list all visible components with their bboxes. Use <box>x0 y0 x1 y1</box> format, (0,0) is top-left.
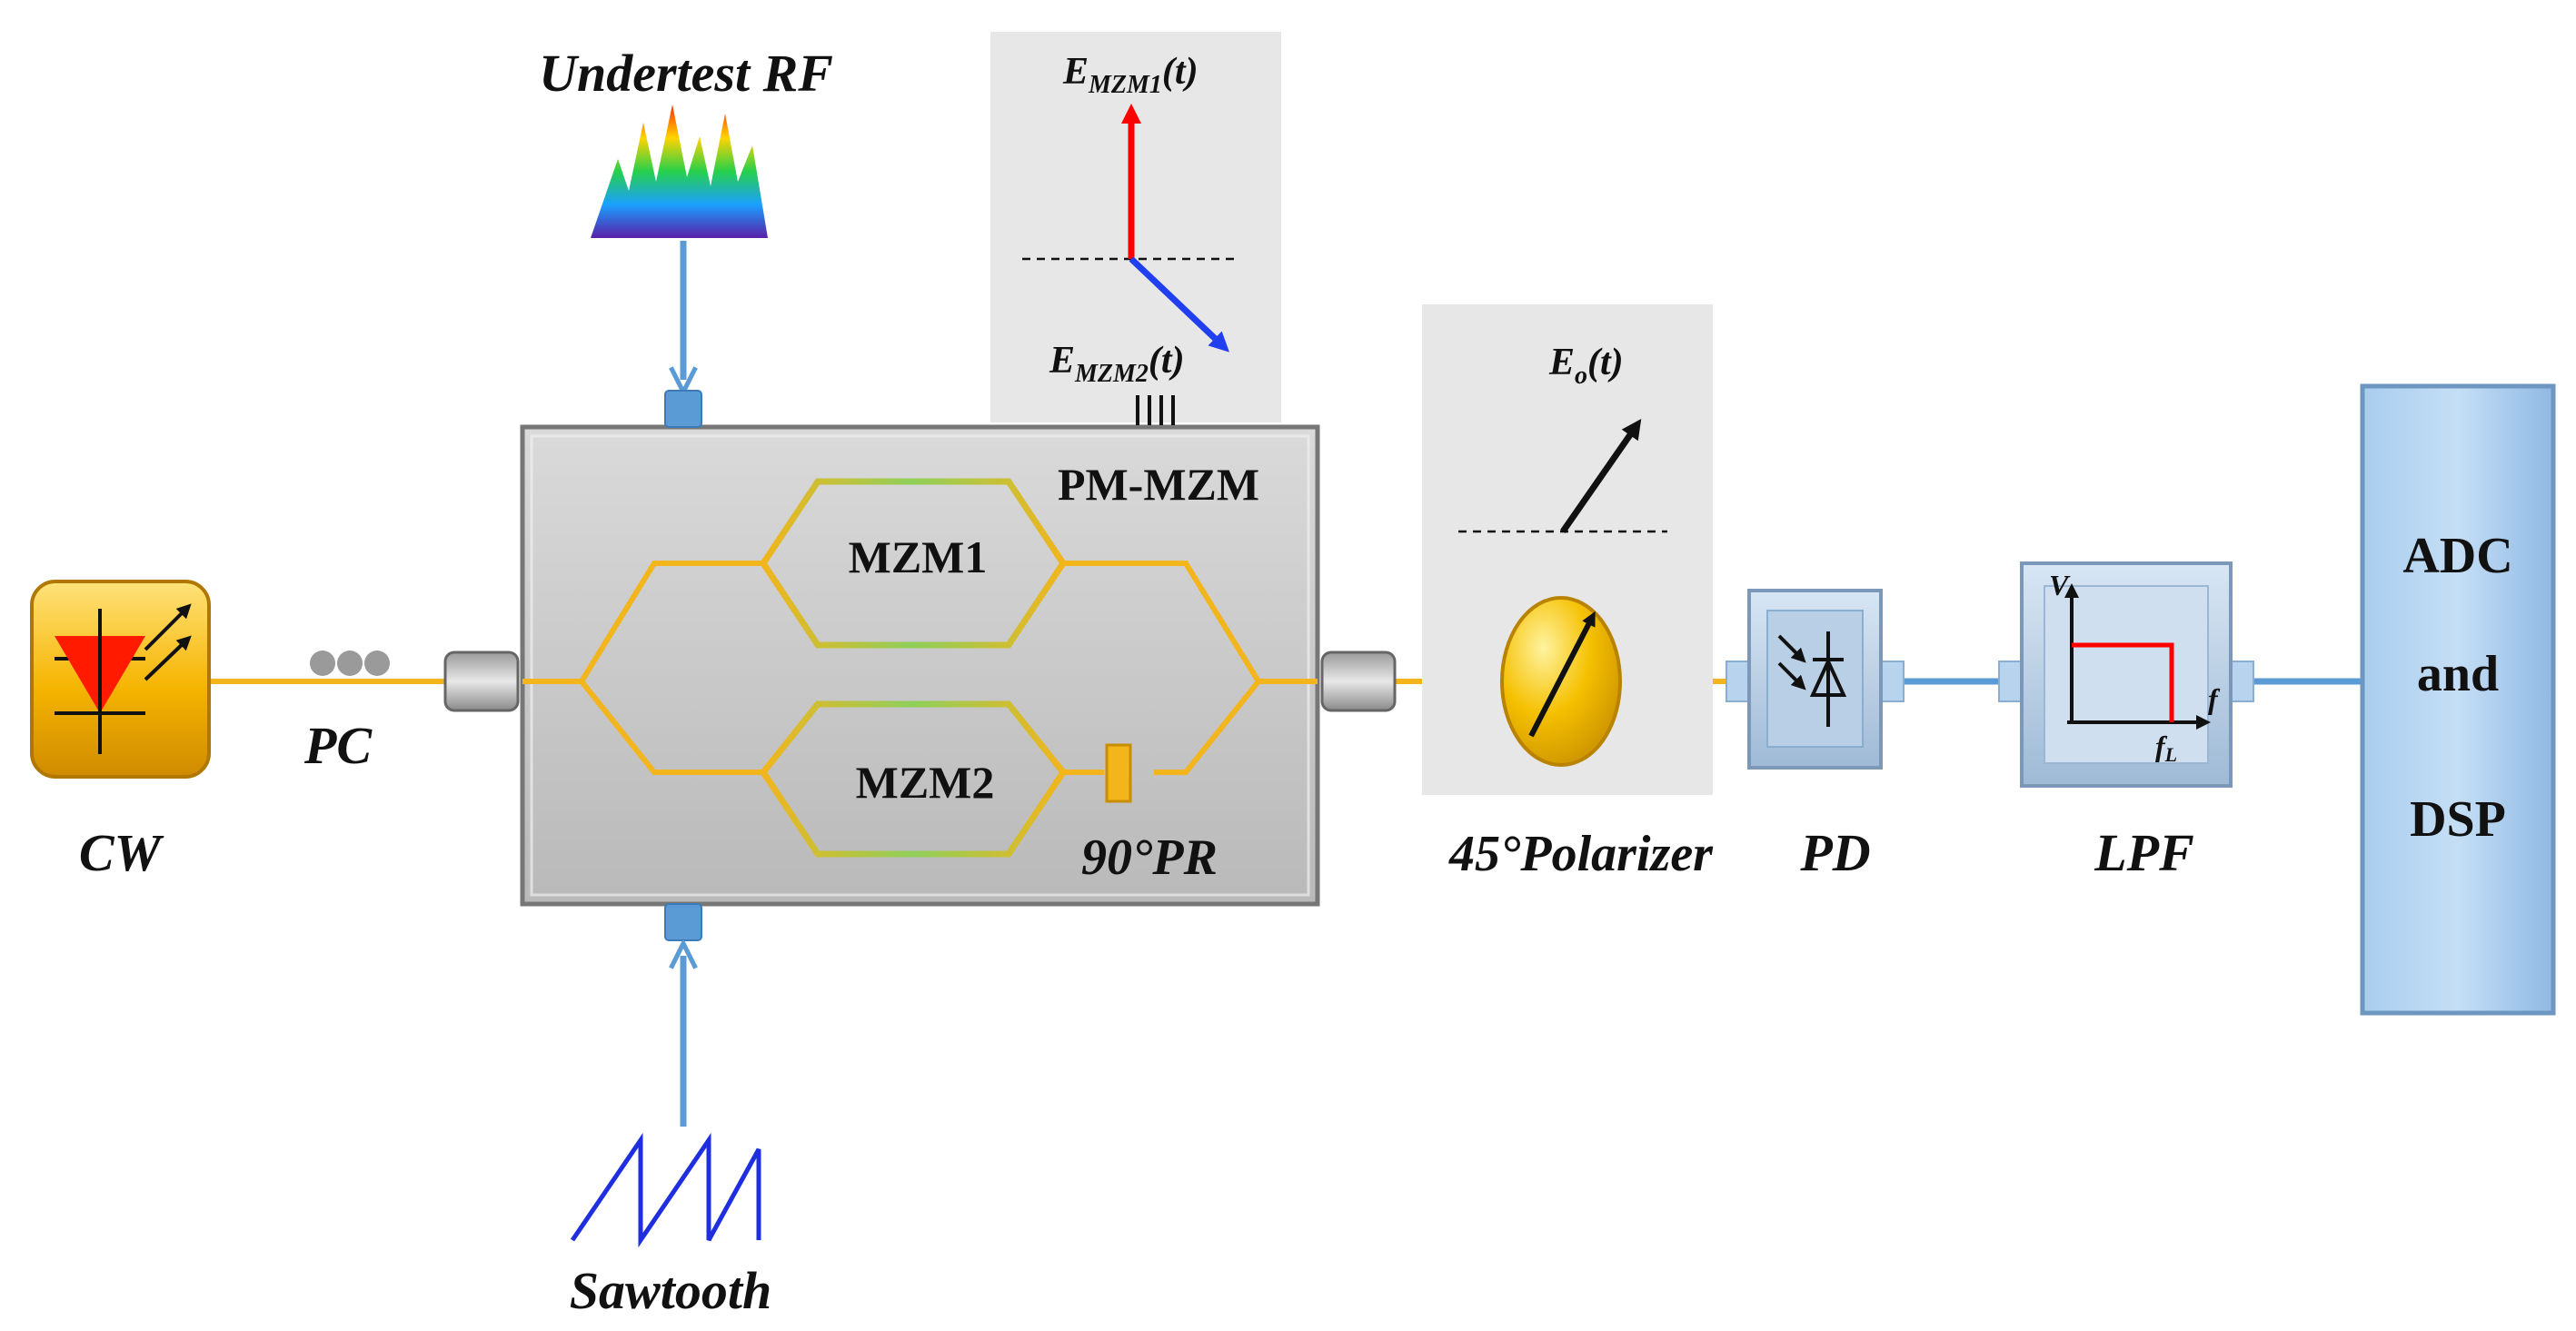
adc-dsp-block: ADC and DSP <box>2360 383 2556 1016</box>
mzm2-label: MZM2 <box>856 757 995 808</box>
mzm-polarization-inset: EMZM1(t) EMZM2(t) <box>990 32 1281 425</box>
e-mzm1-sub: MZM1 <box>1088 71 1162 99</box>
polarizer-label: 45°Polarizer <box>1448 826 1714 882</box>
photodiode-icon <box>1777 631 1847 727</box>
e-mzm1-tail: (t) <box>1162 51 1198 93</box>
lpf-f-label: f <box>2208 682 2221 715</box>
e-mzm2-sub: MZM2 <box>1074 360 1149 388</box>
mzm-waveguides <box>522 561 1318 775</box>
eo-main: E <box>1548 342 1575 383</box>
e-mzm1-label: EMZM1(t) <box>1062 51 1198 99</box>
adc-label-line1: ADC <box>2402 528 2512 584</box>
lpf-fl-sub: L <box>2164 743 2177 766</box>
eo-vector <box>1560 418 1642 533</box>
pr-label: 90°PR <box>1081 829 1218 886</box>
eo-label: Eo(t) <box>1548 342 1624 390</box>
sawtooth-input-arrow <box>664 903 702 1127</box>
pm-mzm-modulator: MZM1 MZM2 PM-MZM 90°PR <box>443 424 1397 907</box>
mzm2: MZM2 <box>759 700 1068 858</box>
cw-laser <box>30 580 211 779</box>
polarization-controller-icon <box>310 651 390 676</box>
pm-mzm-label: PM-MZM <box>1058 459 1259 510</box>
rf-input-arrow <box>664 241 702 428</box>
e-mzm2-vector <box>1129 256 1229 353</box>
sawtooth-input-port <box>664 903 702 941</box>
lpf-label: LPF <box>2094 823 2194 882</box>
adc-label-line3: DSP <box>2410 791 2506 848</box>
polarization-rotator <box>1105 743 1132 803</box>
sawtooth-label: Sawtooth <box>570 1261 771 1320</box>
e-mzm2-tail: (t) <box>1149 340 1185 382</box>
input-connector <box>443 651 520 712</box>
rf-input-port <box>664 390 702 428</box>
undertest-rf-label: Undertest RF <box>539 44 833 103</box>
pc-label: PC <box>303 716 373 775</box>
photodetector <box>1726 589 1905 770</box>
mzm1: MZM1 <box>759 478 1068 649</box>
lpf-fl-label: fL <box>2155 730 2177 766</box>
cw-label: CW <box>79 823 164 882</box>
low-pass-filter: V f fL <box>1998 561 2254 788</box>
orthogonal-symbol-icon <box>1136 395 1175 425</box>
polarizer-45 <box>1500 596 1622 767</box>
polarizer-axis-icon <box>1528 611 1596 738</box>
e-mzm1-main: E <box>1062 51 1089 93</box>
mzm1-label: MZM1 <box>849 531 988 582</box>
laser-diode-icon <box>55 603 192 754</box>
lpf-fl-main: f <box>2155 730 2168 762</box>
undertest-rf-spectrum-icon <box>591 104 768 238</box>
sawtooth-waveform-icon <box>570 1132 761 1248</box>
output-connector <box>1320 651 1397 712</box>
e-mzm2-main: E <box>1049 340 1075 382</box>
lpf-v-label: V <box>2049 569 2071 601</box>
pd-label: PD <box>1799 823 1870 882</box>
eo-tail: (t) <box>1587 342 1624 383</box>
adc-label-line2: and <box>2417 646 2499 702</box>
e-mzm2-label: EMZM2(t) <box>1049 340 1185 388</box>
eo-sub: o <box>1575 362 1587 390</box>
lpf-response-icon: V f fL <box>2049 569 2221 766</box>
